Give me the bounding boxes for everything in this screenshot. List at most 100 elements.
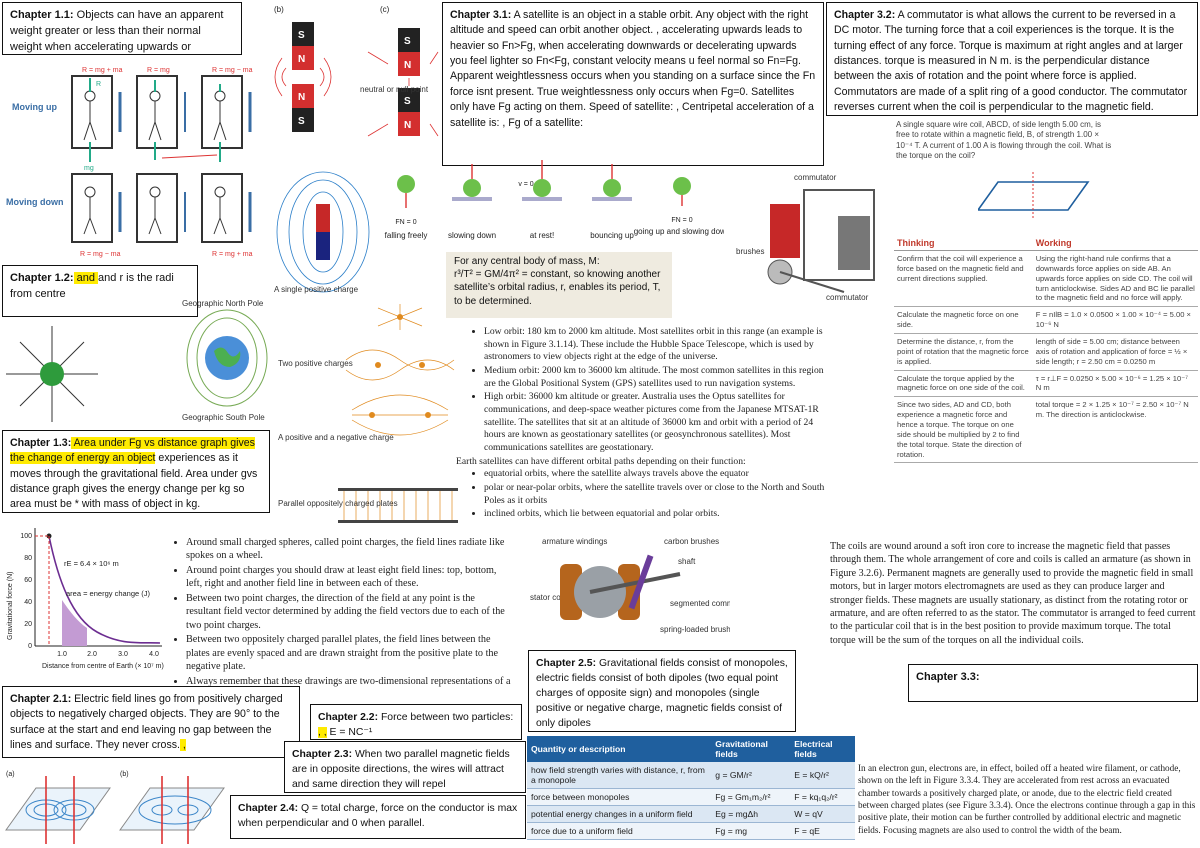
v0-label: v = 0 — [518, 181, 533, 188]
magnet-s-2: S — [298, 116, 305, 127]
table-cell: F = nIlB = 1.0 × 0.0500 × 1.00 × 10⁻⁴ = … — [1032, 306, 1198, 335]
ytick-40: 40 — [24, 599, 32, 606]
magnet-n-1: N — [298, 54, 305, 65]
charge-field-figures: Two positive charges A positive and a ne… — [272, 300, 464, 530]
compare-header: Electrical fields — [790, 736, 855, 762]
field-comparison-table: Quantity or description Gravitational fi… — [527, 736, 855, 846]
graph-ylabel: Gravitational force (N) — [7, 572, 14, 640]
stator-label: stator coils — [530, 593, 568, 602]
single-positive-label: A single positive charge — [274, 285, 359, 294]
table-cell: force between monopoles — [527, 788, 712, 806]
table-cell: τ = r⊥F = 0.0250 × 5.00 × 10⁻⁶ = 1.25 × … — [1032, 370, 1198, 398]
field-note: Around point charges you should draw at … — [186, 564, 512, 591]
armature-label: armature windings — [542, 537, 607, 546]
table-cell: total torque = 2 × 1.25 × 10⁻⁷ = 2.50 × … — [1032, 396, 1198, 464]
chapter-2-1-text: Electric field lines go from positively … — [10, 693, 283, 752]
ball-at-rest: v = 0 at rest! — [518, 160, 562, 240]
table-cell: force due to a uniform field — [527, 822, 712, 840]
table-cell: Calculate the magnetic force on one side… — [894, 306, 1033, 335]
torque-header-working: Working — [1032, 236, 1198, 251]
table-row: Calculate the magnetic force on one side… — [894, 306, 1198, 335]
pos-neg-label: A positive and a negative charge — [278, 433, 394, 442]
lift-up-const: R = mg — [136, 67, 186, 160]
table-cell: Since two sides, AD and CD, both experie… — [894, 396, 1033, 464]
field-note: Between two oppositely charged parallel … — [186, 633, 512, 673]
chapter-2-2-highlight: , , — [318, 727, 327, 739]
magnet-fig-c: (c) — [380, 5, 390, 14]
chapter-3-1-title: Chapter 3.1: — [450, 9, 512, 21]
chapter-1-1-text: Objects can have an apparent weight grea… — [10, 9, 224, 53]
table-cell: F = qE — [790, 822, 855, 840]
ball-slowing-down: slowing down — [448, 164, 496, 240]
table-cell: how field strength varies with distance,… — [527, 762, 712, 789]
graph-re-label: rE = 6.4 × 10⁶ m — [64, 559, 119, 568]
graph-area-label: area = energy change (J) — [66, 589, 151, 598]
lift-down-row: R = mg − ma R = mg + ma — [71, 173, 253, 258]
magnet-s-3: S — [404, 36, 411, 47]
chapter-1-2-box: Chapter 1.2: and and r is the radi from … — [2, 265, 198, 317]
chapter-3-3-box: Chapter 3.3: — [908, 664, 1198, 702]
geo-south-label: Geographic South Pole — [182, 413, 265, 422]
orbit-paths-intro: Earth satellites can have different orbi… — [456, 455, 746, 467]
chapter-3-3-title: Chapter 3.3: — [916, 671, 980, 683]
chapter-2-1-highlight: , — [179, 739, 186, 752]
bar-magnet-fields: (b) (c) S N N S S N S N neutral or null … — [272, 2, 440, 162]
moving-up-label: Moving up — [12, 102, 57, 112]
table-row: potential energy changes in a uniform fi… — [527, 805, 855, 823]
table-cell: Fg = mg — [711, 822, 791, 840]
chapter-2-1-box: Chapter 2.1: Electric field lines go fro… — [2, 686, 300, 758]
xtick-1: 1.0 — [57, 651, 67, 658]
ball-bouncing-up: bouncing up — [590, 164, 634, 240]
table-row: Determine the distance, r, from the poin… — [894, 333, 1198, 371]
orbit-note: Medium orbit: 2000 km to 36000 km altitu… — [484, 365, 828, 390]
label-slowing-down: slowing down — [448, 231, 496, 240]
motor-brushes-label: brushes — [736, 247, 764, 256]
motor-commutator-label: commutator — [794, 173, 837, 182]
chapter-2-3-text: When two parallel magnetic fields are in… — [292, 749, 510, 791]
magnet-n-3: N — [404, 60, 411, 71]
armature-figure: armature windings carbon brushes shaft s… — [530, 534, 730, 646]
radial-field-figure — [2, 322, 182, 426]
eq-down-1: R = mg − ma — [212, 67, 253, 74]
eq-up-1: R = mg + ma — [82, 67, 123, 74]
neutral-point-label: neutral or null point — [360, 85, 429, 94]
magnet-fig-b: (b) — [274, 5, 284, 14]
ytick-60: 60 — [24, 577, 32, 584]
segmented-label: segmented commutator — [670, 599, 730, 608]
label-bouncing-up: bouncing up — [590, 231, 634, 240]
fn0-label-1: FN = 0 — [395, 219, 416, 226]
kepler-line-1: For any central body of mass, M: — [454, 256, 600, 267]
label-going-up: going up and slowing down — [634, 227, 724, 236]
fn0-label-2: FN = 0 — [671, 217, 692, 224]
table-row: how field strength varies with distance,… — [527, 762, 855, 789]
kepler-box: For any central body of mass, M: r³/T² =… — [446, 252, 672, 318]
ytick-0: 0 — [28, 643, 32, 650]
geo-north-label: Geographic North Pole — [182, 299, 264, 308]
chapter-2-5-box: Chapter 2.5: Gravitational fields consis… — [528, 650, 796, 732]
chapter-2-2-box: Chapter 2.2: Force between two particles… — [310, 704, 522, 740]
table-cell: Using the right-hand rule confirms that … — [1032, 250, 1198, 308]
ball-falling-freely: FN = 0 falling freely — [385, 175, 427, 240]
chapter-1-1-title: Chapter 1.1: — [10, 9, 74, 21]
kepler-equation: r³/T² = GM/4π² = constant, so knowing an… — [454, 269, 661, 281]
table-row: force between monopoles Fg = Gm₁m₂/r² F … — [527, 788, 855, 806]
ball-going-up: FN = 0 going up and slowing down — [634, 177, 724, 236]
orbit-path: inclined orbits, which lie between equat… — [484, 508, 828, 521]
chapter-3-1-box: Chapter 3.1: A satellite is an object in… — [442, 2, 824, 166]
table-cell: Calculate the torque applied by the magn… — [894, 370, 1033, 398]
table-cell: F = kq₁q₂/r² — [790, 788, 855, 806]
field-lines-notes: Around small charged spheres, called poi… — [172, 536, 512, 700]
chapter-2-4-box: Chapter 2.4: Q = total charge, force on … — [230, 795, 526, 839]
table-cell: Eg = mgΔh — [711, 805, 791, 823]
ytick-80: 80 — [24, 555, 32, 562]
chapter-2-4-text: Q = total charge, force on the conductor… — [238, 803, 518, 830]
table-row: Calculate the torque applied by the magn… — [894, 370, 1198, 398]
chapter-1-2-text: and r is the radi from centre — [10, 272, 174, 300]
wire-fig-b: (b) — [120, 771, 129, 778]
orbit-note: Low orbit: 180 km to 2000 km altitude. M… — [484, 326, 828, 364]
kepler-line-3: satellite’s orbital radius, r, enables i… — [454, 282, 661, 294]
table-cell: Determine the distance, r, from the poin… — [894, 333, 1033, 371]
dipole-field-figure: A single positive charge — [274, 168, 372, 296]
chapter-3-2-text: A commutator is what allows the current … — [834, 9, 1188, 114]
table-row: force due to a uniform field Fg = mg F =… — [527, 822, 855, 840]
